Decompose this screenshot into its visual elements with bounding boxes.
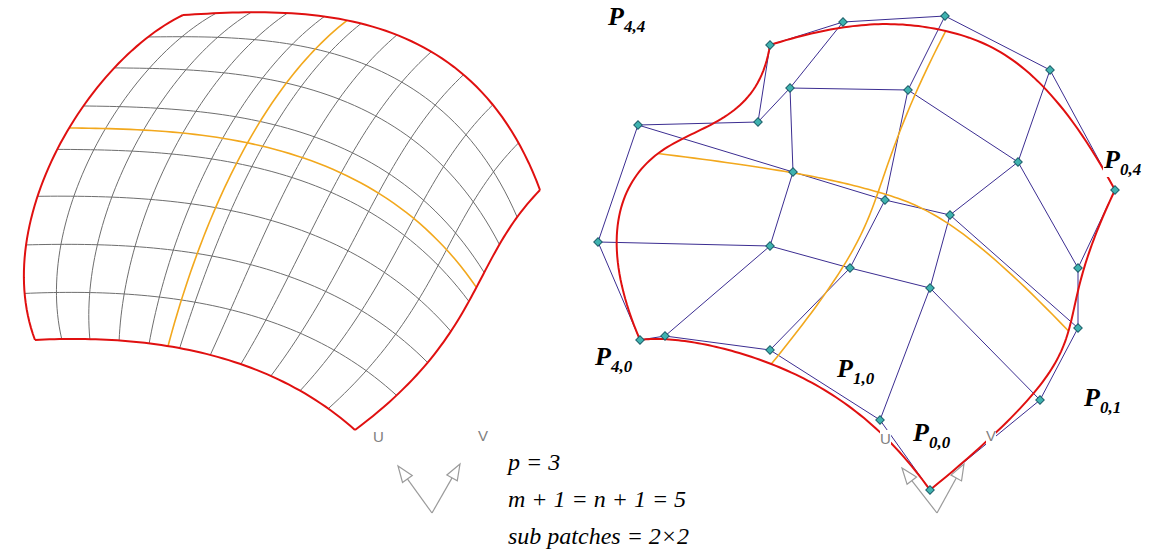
control-point <box>766 346 774 354</box>
point-index: 4,0 <box>611 357 632 376</box>
control-point <box>846 264 854 272</box>
control-point <box>946 211 954 219</box>
control-point <box>941 12 949 20</box>
grid-line <box>25 292 397 395</box>
net-line <box>880 70 1050 420</box>
axis-line <box>937 478 956 513</box>
net-line <box>665 22 843 336</box>
knot-isolines <box>69 20 476 346</box>
surface-boundary <box>24 12 540 430</box>
control-point <box>881 196 889 204</box>
boundary-curve <box>770 24 1115 190</box>
axis-arrowhead <box>951 464 964 481</box>
control-point-label: P0,0 <box>912 419 951 450</box>
control-net <box>598 16 1115 490</box>
knot-line <box>168 20 347 346</box>
control-point <box>661 332 669 340</box>
axis-line <box>432 478 452 513</box>
axis-label: V <box>478 427 488 445</box>
point-symbol: P <box>913 418 929 447</box>
parameter-text: p = 3 <box>508 448 560 476</box>
axis-arrowhead <box>447 464 460 481</box>
net-line <box>930 190 1115 490</box>
knot-line <box>69 128 476 287</box>
control-point <box>786 84 794 92</box>
axis-line <box>912 481 937 513</box>
control-points <box>594 12 1119 494</box>
grid-line <box>210 35 397 355</box>
control-point-label: P0,1 <box>1083 384 1122 415</box>
control-point <box>904 86 912 94</box>
control-point-label: P0,4 <box>1103 146 1142 177</box>
point-symbol: P <box>595 342 611 371</box>
boundary-curve <box>35 339 355 430</box>
net-line <box>598 242 1040 400</box>
point-index: 0,0 <box>929 433 950 452</box>
knot-line <box>658 154 1069 332</box>
point-index: 4,4 <box>624 17 645 36</box>
grid-line <box>38 196 451 331</box>
boundary-curve <box>355 190 540 430</box>
boundary-curve <box>617 45 770 340</box>
control-point <box>594 238 602 246</box>
point-index: 0,4 <box>1120 160 1141 179</box>
grid-line <box>241 52 431 364</box>
grid-line <box>26 244 428 362</box>
net-line <box>638 125 1078 328</box>
axis-line <box>407 479 432 513</box>
control-point-label: P4,0 <box>594 343 633 374</box>
control-point <box>926 284 934 292</box>
grid-line <box>89 12 251 339</box>
axis-arrowhead <box>902 468 917 484</box>
point-symbol: P <box>837 354 853 383</box>
control-point <box>1036 396 1044 404</box>
grid-line <box>57 149 469 301</box>
surface-boundary <box>617 24 1115 490</box>
control-point <box>789 168 797 176</box>
control-point <box>766 41 774 49</box>
net-line <box>758 88 1078 268</box>
grid-line <box>271 75 464 376</box>
surface-grid <box>25 12 519 408</box>
control-point-label: P4,4 <box>607 3 646 34</box>
knot-line <box>771 31 946 364</box>
net-line <box>598 45 770 340</box>
control-point <box>926 486 934 494</box>
control-point <box>634 121 642 129</box>
net-line <box>640 336 930 490</box>
axis-label: V <box>986 427 996 445</box>
point-index: 0,1 <box>1100 398 1121 417</box>
control-point <box>1074 324 1082 332</box>
point-symbol: P <box>1084 383 1100 412</box>
control-point <box>1046 66 1054 74</box>
control-point <box>754 118 762 126</box>
control-point <box>636 336 644 344</box>
point-symbol: P <box>1104 145 1120 174</box>
control-point <box>839 18 847 26</box>
control-point-label: P1,0 <box>836 355 875 386</box>
axis-gizmo <box>398 464 964 513</box>
point-symbol: P <box>608 2 624 31</box>
net-line <box>770 16 1115 190</box>
control-point <box>1014 158 1022 166</box>
boundary-curve <box>640 339 930 490</box>
control-point <box>766 242 774 250</box>
axis-arrowhead <box>398 466 412 482</box>
knot-isolines <box>658 31 1069 364</box>
control-point <box>1111 186 1119 194</box>
net-line <box>770 16 945 350</box>
boundary-curve <box>930 190 1115 490</box>
point-index: 1,0 <box>853 369 874 388</box>
control-point <box>1074 264 1082 272</box>
parameter-text: m + 1 = n + 1 = 5 <box>508 485 686 513</box>
parameter-text: sub patches = 2×2 <box>508 522 689 550</box>
boundary-curve <box>24 15 183 340</box>
axis-label: U <box>880 430 891 448</box>
grid-line <box>148 37 517 217</box>
boundary-curve <box>183 12 540 190</box>
control-point <box>876 416 884 424</box>
axis-label: U <box>373 428 384 446</box>
